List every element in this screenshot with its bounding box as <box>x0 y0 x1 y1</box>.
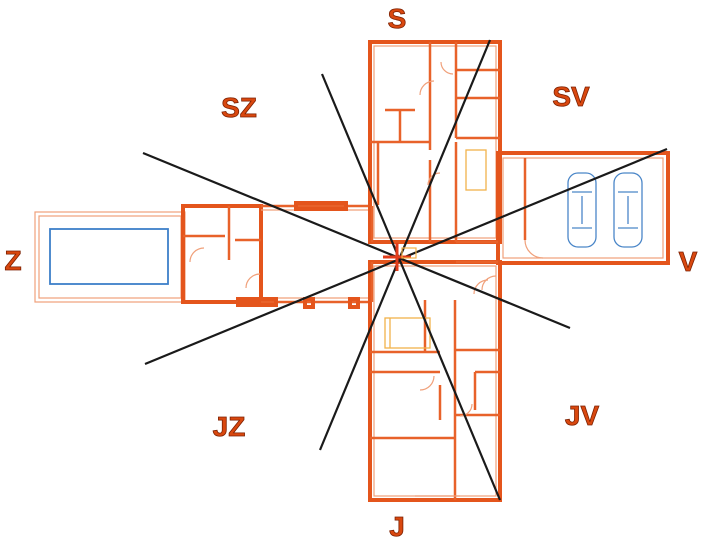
north-wing <box>368 40 502 244</box>
direction-label-northeast: SV <box>552 81 590 112</box>
garage <box>496 151 670 265</box>
direction-label-south: J <box>389 511 405 542</box>
direction-label-north: S <box>388 3 407 34</box>
pool <box>34 211 186 303</box>
direction-label-west: Z <box>4 245 21 276</box>
west-wing <box>181 204 263 304</box>
central-hub <box>370 206 498 302</box>
car-icon <box>567 172 597 248</box>
axis-line-north-south <box>320 73 502 501</box>
south-wing <box>368 260 502 502</box>
direction-label-southwest: JZ <box>213 411 246 442</box>
direction-label-east: V <box>679 246 698 277</box>
car-icon <box>613 172 643 248</box>
direction-label-southeast: JV <box>565 400 600 431</box>
axis-line-northeast-southwest <box>318 39 492 451</box>
axis-line-west-east-upper <box>142 151 571 330</box>
center-marker <box>383 243 417 271</box>
direction-label-northwest: SZ <box>221 92 257 123</box>
